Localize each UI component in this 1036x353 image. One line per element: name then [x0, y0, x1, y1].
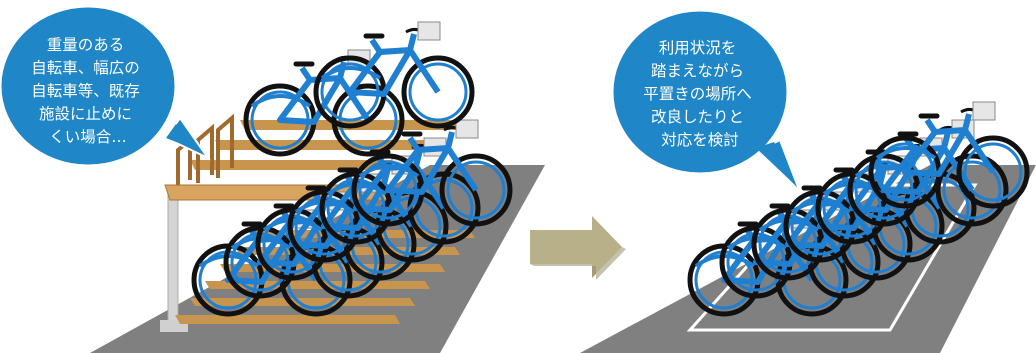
- left-bubble-line-1: 重量のある: [47, 36, 125, 54]
- svg-text:重量のある 自転車、幅広の 自転車等: 重量のある 自転車、幅広の 自転車等、既存 施設に止めに くい場合…: [31, 36, 144, 146]
- right-bubble-line-2: 踏まえながら: [651, 62, 744, 80]
- rack-post: [167, 189, 179, 331]
- right-speech-bubble: 利用状況を 踏まえながら 平置きの場所へ 改良したりと 対応を検討: [610, 8, 801, 193]
- left-bubble-line-4: 施設に止めに: [39, 105, 132, 123]
- right-bubble-line-5: 対応を検討: [661, 131, 739, 149]
- right-bubble-line-4: 改良したりと: [651, 108, 744, 126]
- left-speech-bubble: 重量のある 自転車、幅広の 自転車等、既存 施設に止めに くい場合…: [0, 4, 211, 168]
- flat-parking-illustration: [580, 102, 1036, 353]
- left-bubble-line-3: 自転車等、既存: [31, 82, 140, 100]
- left-bubble-line-5: くい場合…: [49, 128, 127, 146]
- right-bubble-line-1: 利用状況を: [659, 39, 737, 57]
- upper-bikes: [246, 22, 472, 154]
- arrow-right-icon: [530, 216, 626, 280]
- left-bubble-line-2: 自転車、幅広の: [31, 59, 140, 77]
- svg-text:利用状況を 踏まえながら 平置きの場: 利用状況を 踏まえながら 平置きの場所へ 改良したりと 対応を検討: [643, 39, 756, 149]
- right-bubble-line-3: 平置きの場所へ: [643, 85, 752, 103]
